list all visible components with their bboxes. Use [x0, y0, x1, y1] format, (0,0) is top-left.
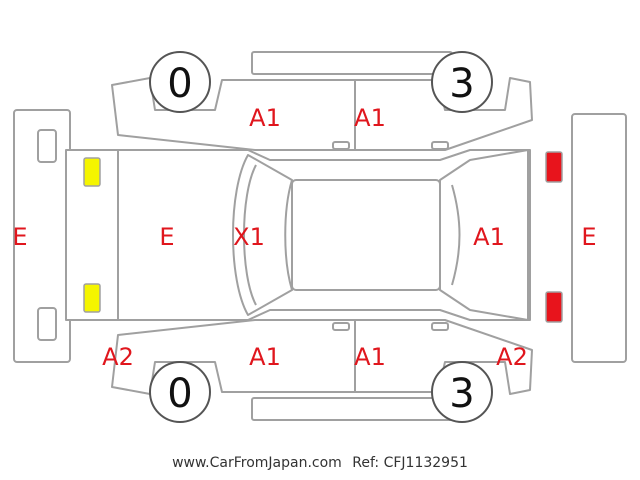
watermark-ref: Ref: CFJ1132951 [352, 455, 468, 471]
label-fender-front-right: A2 [102, 343, 134, 371]
wheel-front-left [149, 51, 211, 113]
label-door-rear-right: A1 [354, 343, 386, 371]
body-top-view [65, 149, 531, 321]
rear-lamp-bottom [545, 291, 563, 323]
door-handle-bottom-rear [431, 322, 449, 331]
roof-strip-bottom [251, 397, 453, 421]
front-bumper-slot-bottom [37, 307, 57, 341]
label-rear-hatch: A1 [473, 223, 505, 251]
label-door-front-left: A1 [249, 104, 281, 132]
front-lamp-top [83, 157, 101, 187]
rear-window-outline [439, 149, 529, 321]
wheel-rear-right-value: 3 [449, 371, 474, 417]
label-rear-bumper: E [581, 223, 596, 251]
door-handle-top-rear [431, 141, 449, 150]
wheel-front-left-value: 0 [167, 61, 192, 107]
windshield-inner [243, 164, 257, 306]
door-handle-bottom-front [332, 322, 350, 331]
label-fender-rear-right: A2 [496, 343, 528, 371]
watermark-site: www.CarFromJapan.com [172, 455, 342, 471]
wheel-rear-left-value: 3 [449, 61, 474, 107]
label-front-bumper: E [12, 223, 27, 251]
label-windshield: X1 [233, 223, 265, 251]
wheel-front-right-value: 0 [167, 371, 192, 417]
front-bumper-slot-top [37, 129, 57, 163]
wheel-front-right [149, 361, 211, 423]
rear-window-inner [451, 184, 461, 286]
front-lamp-bottom [83, 283, 101, 313]
wheel-rear-left [431, 51, 493, 113]
rear-bumper-panel [571, 113, 627, 363]
label-hood: E [159, 223, 174, 251]
watermark-footer: www.CarFromJapan.com Ref: CFJ1132951 [0, 455, 640, 471]
label-door-front-right: A1 [249, 343, 281, 371]
windshield-outline [232, 154, 293, 316]
door-handle-top-front [332, 141, 350, 150]
wheel-rear-right [431, 361, 493, 423]
rear-lamp-top [545, 151, 563, 183]
roof-strip-top [251, 51, 453, 75]
label-door-rear-left: A1 [354, 104, 386, 132]
